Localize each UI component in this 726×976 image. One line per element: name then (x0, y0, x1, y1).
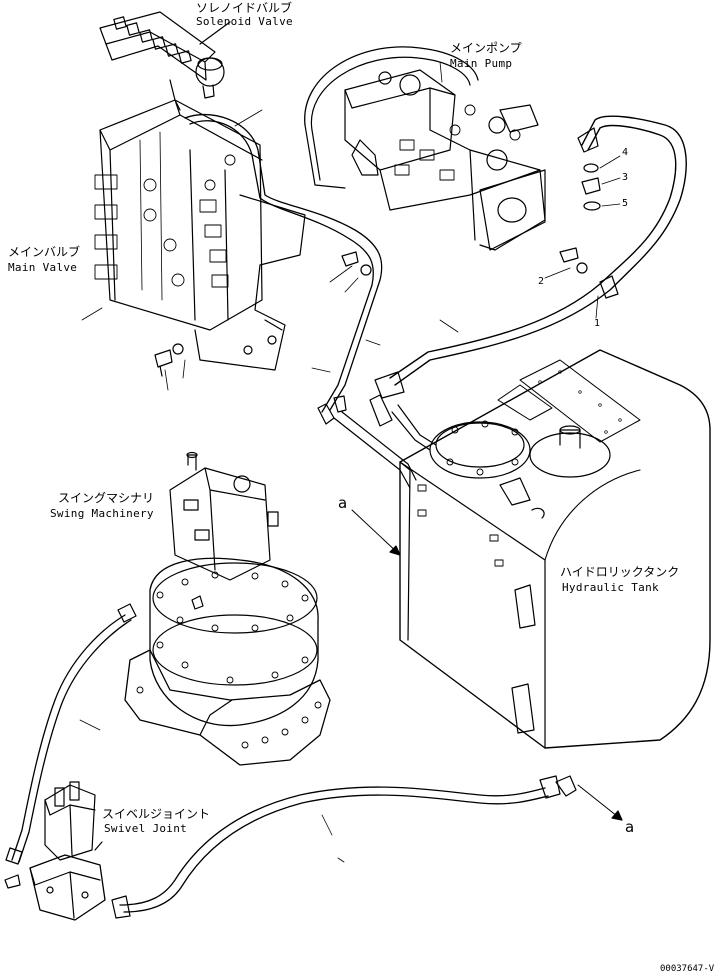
hydraulic-tank-label-en: Hydraulic Tank (562, 581, 659, 594)
swivel-joint-label-jp: スイベルジョイント (102, 807, 211, 821)
main-pump-drawing (305, 47, 545, 250)
callout-item-2: 2 (538, 276, 545, 287)
swing-machinery-label-jp: スイングマシナリ (58, 491, 155, 505)
swing-machinery-label-en: Swing Machinery (50, 507, 154, 520)
hydraulic-tank-drawing (400, 350, 710, 748)
main-pump-label-en: Main Pump (450, 57, 513, 70)
main-valve-label-jp: メインバルブ (8, 245, 81, 259)
solenoid-valve-label-en: Solenoid Valve (196, 15, 293, 28)
swing-machinery-drawing (125, 453, 330, 766)
return-line (334, 418, 410, 488)
reference-a-bottom: a (625, 818, 635, 836)
callout-item-3: 3 (622, 172, 629, 183)
main-valve-label-en: Main Valve (8, 261, 78, 274)
swivel-tank-hose (120, 787, 545, 905)
suction-hose-b (390, 126, 676, 378)
main-pump-label-jp: メインポンプ (450, 41, 522, 55)
callout-item-1: 1 (594, 318, 601, 329)
solenoid-valve-label-jp: ソレノイドバルブ (196, 1, 293, 15)
pilot-hose-upper-b (190, 121, 373, 412)
callout-item-4: 4 (622, 147, 629, 158)
callout-item-5: 5 (622, 198, 629, 209)
pump-fittings (582, 156, 620, 210)
swivel-joint-label-en: Swivel Joint (104, 822, 188, 835)
hydraulic-tank-label-jp: ハイドロリックタンク (560, 565, 680, 579)
pilot-hose-upper (185, 115, 382, 410)
solenoid-valve-drawing (100, 12, 230, 110)
reference-a-top: a (338, 494, 348, 512)
main-valve-drawing (82, 100, 305, 390)
suction-hose (395, 116, 686, 385)
swivel-joint-drawing (5, 782, 105, 920)
drawing-code: 00037647-V (660, 964, 715, 974)
swing-drain-hose (12, 615, 125, 860)
ref-arrow-a-top (352, 510, 400, 555)
